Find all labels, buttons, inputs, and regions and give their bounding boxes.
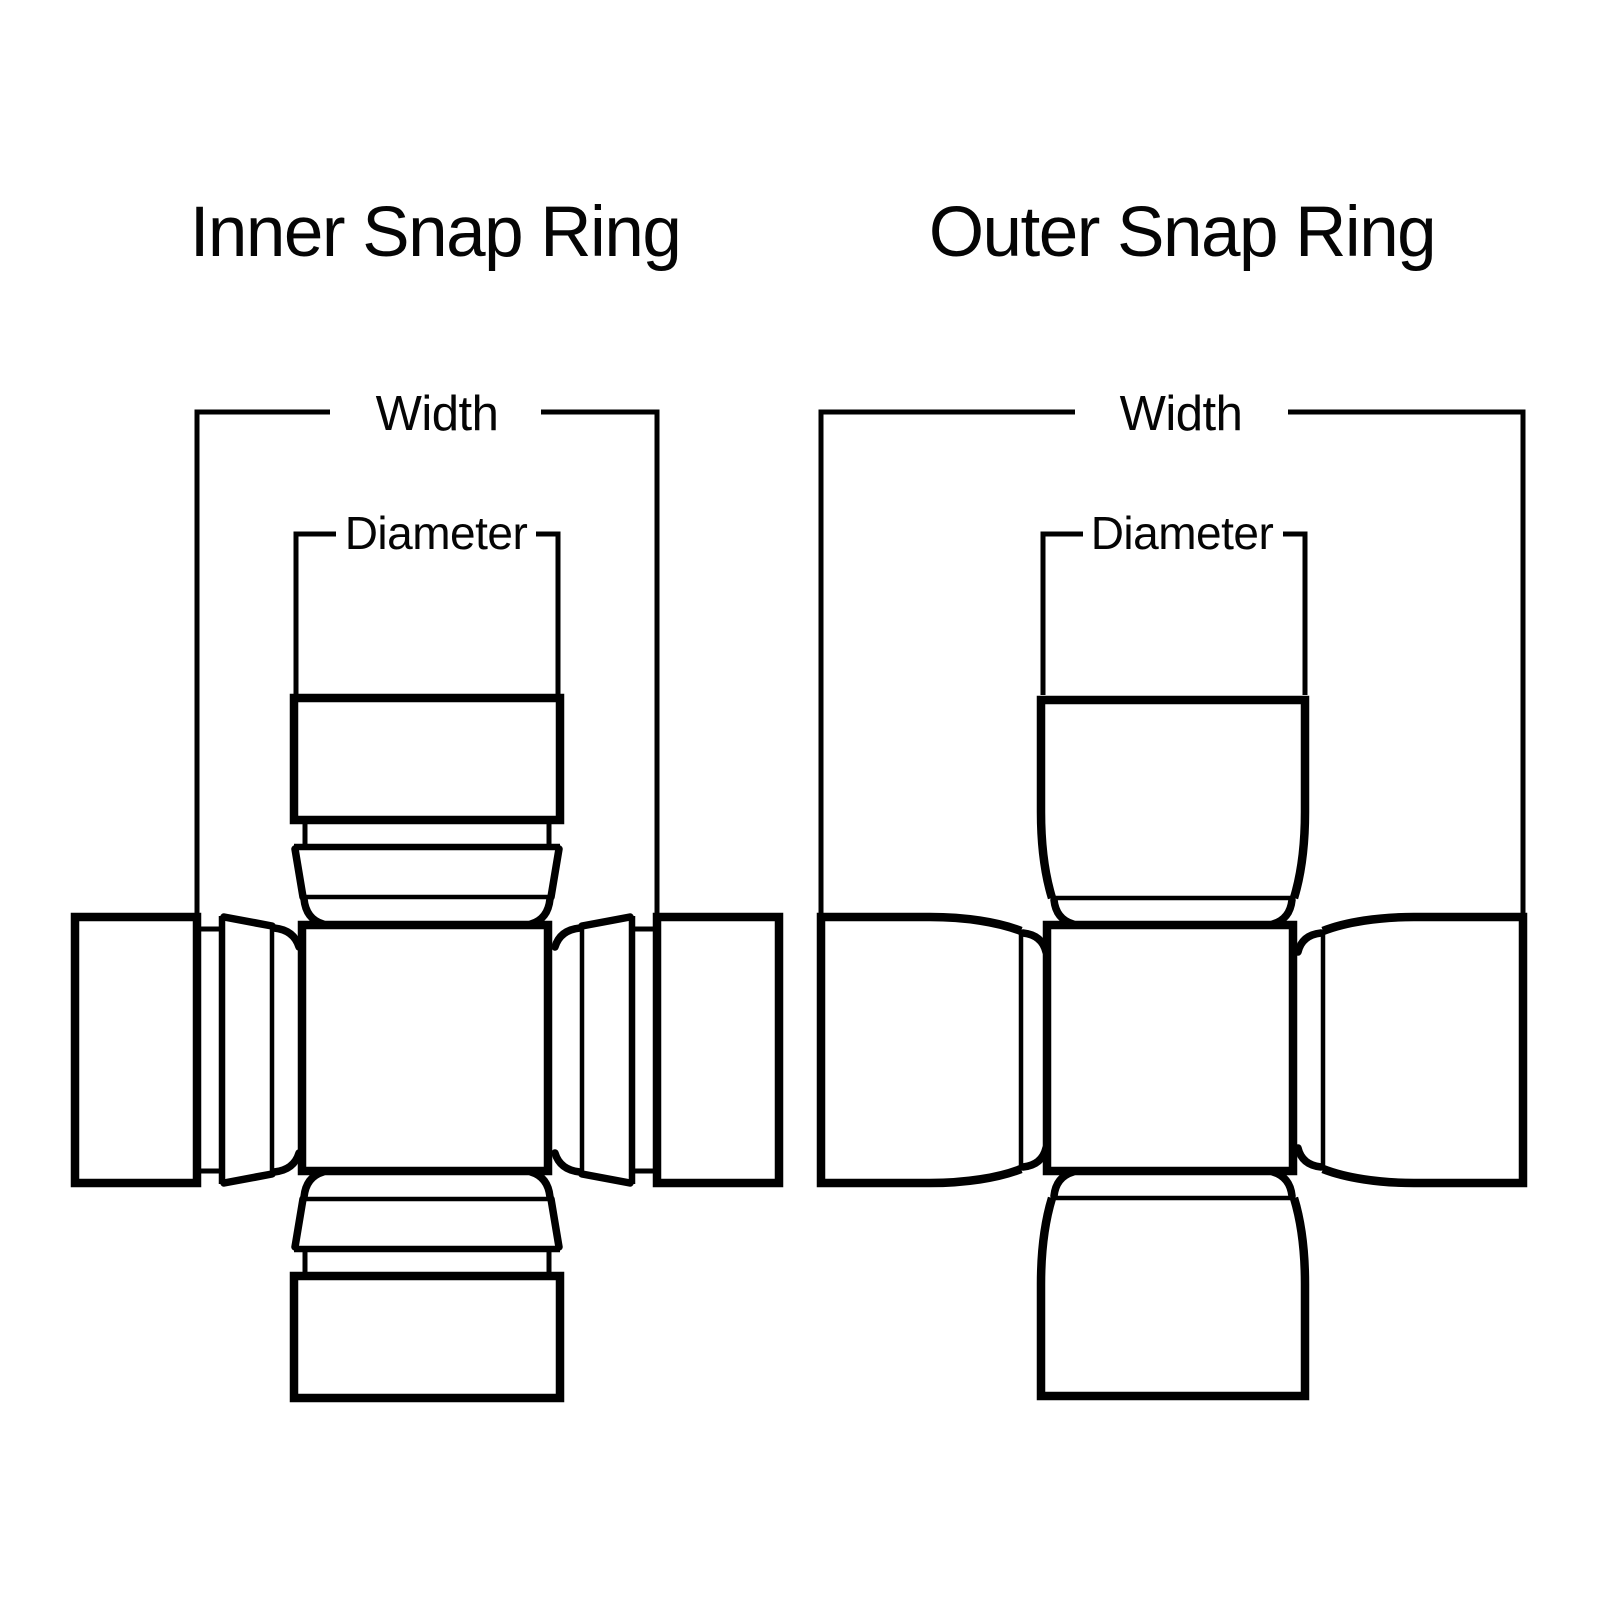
figure-title: Inner Snap Ring [190,193,681,272]
outer-snap-ring-figure: Outer Snap Ring Width Diameter [816,193,1528,1401]
right-bearing-cap [652,912,784,1188]
outer-joint-cross-drawing [816,695,1528,1401]
width-label: Width [1120,387,1243,441]
top-cup-side [291,845,563,901]
figure-title: Outer Snap Ring [929,193,1435,272]
left-bearing-cap [816,912,1023,1188]
width-dimension-bracket: Width [818,387,1526,914]
top-bearing-cap [289,693,565,825]
left-bearing-assembly [816,912,1050,1188]
center-body [1042,920,1298,1176]
left-bearing-assembly [70,912,303,1188]
diameter-dimension-bracket: Diameter [1040,507,1308,695]
diameter-dimension-bracket: Diameter [293,507,561,695]
diameter-label: Diameter [1091,507,1274,559]
right-bearing-assembly [1294,912,1528,1188]
left-snap-ring-groove [197,926,223,1174]
width-label: Width [376,387,499,441]
bottom-bearing-cap [1036,1196,1310,1401]
width-bracket-line [194,409,660,914]
bottom-bearing-cap [289,1271,565,1403]
right-cup-side [578,913,634,1187]
right-snap-ring-groove [631,926,657,1174]
right-bearing-cap [1321,912,1528,1188]
top-bearing-assembly [1036,695,1310,928]
diameter-bracket-line [293,531,561,695]
center-body [297,920,553,1176]
top-bearing-cap [1036,695,1310,900]
top-snap-ring-groove [302,820,552,846]
top-dome-fillet [300,895,554,928]
inner-joint-cross-drawing [70,693,784,1403]
right-dome-fillet [1294,929,1325,1171]
left-dome-fillet [1019,929,1050,1171]
width-bracket-line [818,409,1526,914]
bottom-cup-side [291,1195,563,1251]
bottom-snap-ring-groove [302,1250,552,1276]
bottom-bearing-assembly [1036,1168,1310,1401]
left-dome-fillet [270,924,303,1176]
top-bearing-assembly [289,693,565,928]
bottom-dome-fillet [300,1168,554,1201]
top-dome-fillet [1050,896,1296,928]
diameter-bracket-line [1040,531,1308,695]
right-bearing-assembly [551,912,784,1188]
left-bearing-cap [70,912,202,1188]
left-cup-side [220,913,276,1187]
inner-snap-ring-figure: Inner Snap Ring Width Diameter [70,193,784,1403]
bottom-bearing-assembly [289,1168,565,1403]
width-dimension-bracket: Width [194,387,660,914]
bottom-dome-fillet [1050,1168,1296,1200]
right-dome-fillet [551,924,584,1176]
diameter-label: Diameter [345,507,528,559]
